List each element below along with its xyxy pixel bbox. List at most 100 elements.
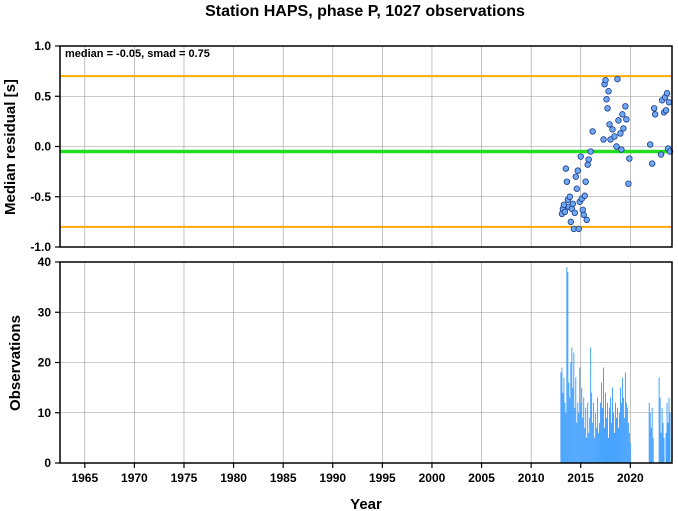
observation-bar [574,407,576,463]
observation-bar [601,382,603,463]
year-x-tick-label: 1965 [71,471,98,485]
observation-bar [648,402,650,463]
observation-bar [661,407,663,463]
observation-bar [617,427,619,463]
observations-y-tick-label: 0 [44,456,51,470]
observation-bar [626,407,628,463]
observation-bar [582,417,584,463]
observation-bar [666,402,668,463]
observation-bar [651,407,653,463]
observations-y-tick-label: 20 [38,356,52,370]
observation-bars [560,267,671,463]
residual-point [569,200,577,207]
residual-point [583,216,590,224]
observation-bar [649,412,651,463]
residual-point [611,133,618,140]
observation-bar [620,402,622,463]
residual-point [587,148,594,155]
residual-point [651,111,659,118]
observation-bar [652,437,654,463]
residual-points [558,75,674,233]
observation-bar [621,377,623,463]
observation-bar [578,412,580,463]
residual-point [614,75,621,83]
observation-bar [667,422,669,463]
residual-y-axis-label: Median residual [s] [2,79,19,215]
year-x-tick-label: 1985 [270,471,297,485]
residual-point [581,192,588,199]
observation-bar [590,347,592,463]
residual-point [566,193,574,200]
residual-y-tick-label: -0.5 [30,190,51,204]
observation-bar [564,402,566,463]
observation-bar [594,437,596,463]
observation-bar [591,392,593,463]
observation-bar [584,427,586,463]
observation-bar [607,402,608,463]
observation-bar [604,427,605,463]
observation-bar [619,387,621,463]
observation-bar [600,402,602,463]
observation-bar [566,267,568,463]
year-x-tick-label: 1975 [171,471,198,485]
observation-bar [623,417,625,463]
residual-point [609,126,616,133]
observation-bar [615,402,616,463]
residual-point [618,146,625,153]
observation-bar [569,397,571,463]
observation-bar [602,407,604,463]
residual-point [600,136,607,143]
residual-y-tick-label: 0.0 [34,140,51,154]
observation-bar [612,387,613,463]
observation-bar [561,367,563,463]
residual-point [584,161,591,168]
residual-point [573,185,580,192]
residual-point [575,225,582,233]
observation-bar [606,417,607,463]
observation-bar [659,397,661,463]
observation-bar [565,412,567,463]
observation-bar [597,397,599,463]
observation-bar [585,407,587,463]
observation-bar [575,377,577,463]
observation-bar [580,402,582,463]
observation-bar [624,372,626,463]
observation-bar [658,377,660,463]
residual-point [625,180,632,187]
observation-bar [567,272,569,463]
residual-point [571,209,578,217]
observations-y-tick-label: 40 [38,255,52,269]
year-x-tick-label: 1990 [319,471,346,485]
observation-bar [595,412,597,463]
observation-bar [625,402,627,463]
residual-point [665,99,673,106]
observation-bar [603,367,605,463]
residual-y-ticks: 1.00.50.0-0.5-1.0 [30,39,60,254]
residual-point [613,143,620,150]
observation-bar [563,377,565,463]
observation-bar [611,422,612,463]
residual-point [620,125,627,132]
residual-point [589,128,596,135]
residual-point [574,167,581,174]
year-x-tick-label: 2000 [419,471,446,485]
residual-y-tick-label: -1.0 [30,240,51,254]
observations-y-axis-label: Observations [7,315,24,411]
residual-point [562,165,570,172]
observation-bar [579,367,581,463]
observation-bar [572,387,574,463]
observation-bar [650,427,652,463]
residual-point [615,117,622,124]
year-x-tick-label: 1995 [369,471,396,485]
residual-point [577,153,584,160]
observations-y-tick-label: 10 [38,406,52,420]
observation-bar [587,402,589,463]
residual-point [582,178,589,185]
residual-y-tick-label: 0.5 [34,89,51,103]
residual-point [650,105,658,112]
observation-bar [586,437,588,463]
observation-bar [577,402,579,463]
